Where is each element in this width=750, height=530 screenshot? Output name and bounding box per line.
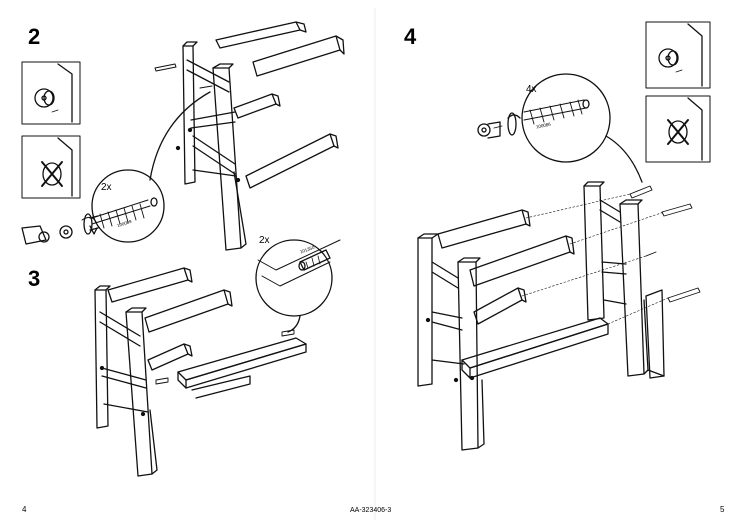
document-code: AA-323406-3 (350, 507, 392, 514)
step2-frame-drawing (154, 21, 345, 251)
step4-bolt-drawing (477, 121, 503, 139)
step4-detail-callout (507, 73, 643, 183)
step-4-number: 4 (404, 24, 417, 49)
step3-frame-drawing (94, 267, 307, 477)
step2-detail-callout (91, 91, 211, 243)
step-4-quantity: 4x (526, 84, 537, 95)
page-number-left: 4 (22, 505, 27, 514)
step2-bolt-drawing (21, 213, 99, 245)
step4-side-detail-boxes (645, 21, 711, 163)
step2-side-detail-boxes (21, 61, 81, 199)
step-3-quantity: 2x (259, 235, 270, 246)
step-2-quantity: 2x (101, 182, 112, 193)
step4-frame-drawing (417, 181, 701, 451)
step3-detail-callout (255, 239, 341, 333)
step-2-number: 2 (28, 24, 41, 49)
step-3-number: 3 (28, 266, 41, 291)
page-number-right: 5 (720, 505, 725, 514)
